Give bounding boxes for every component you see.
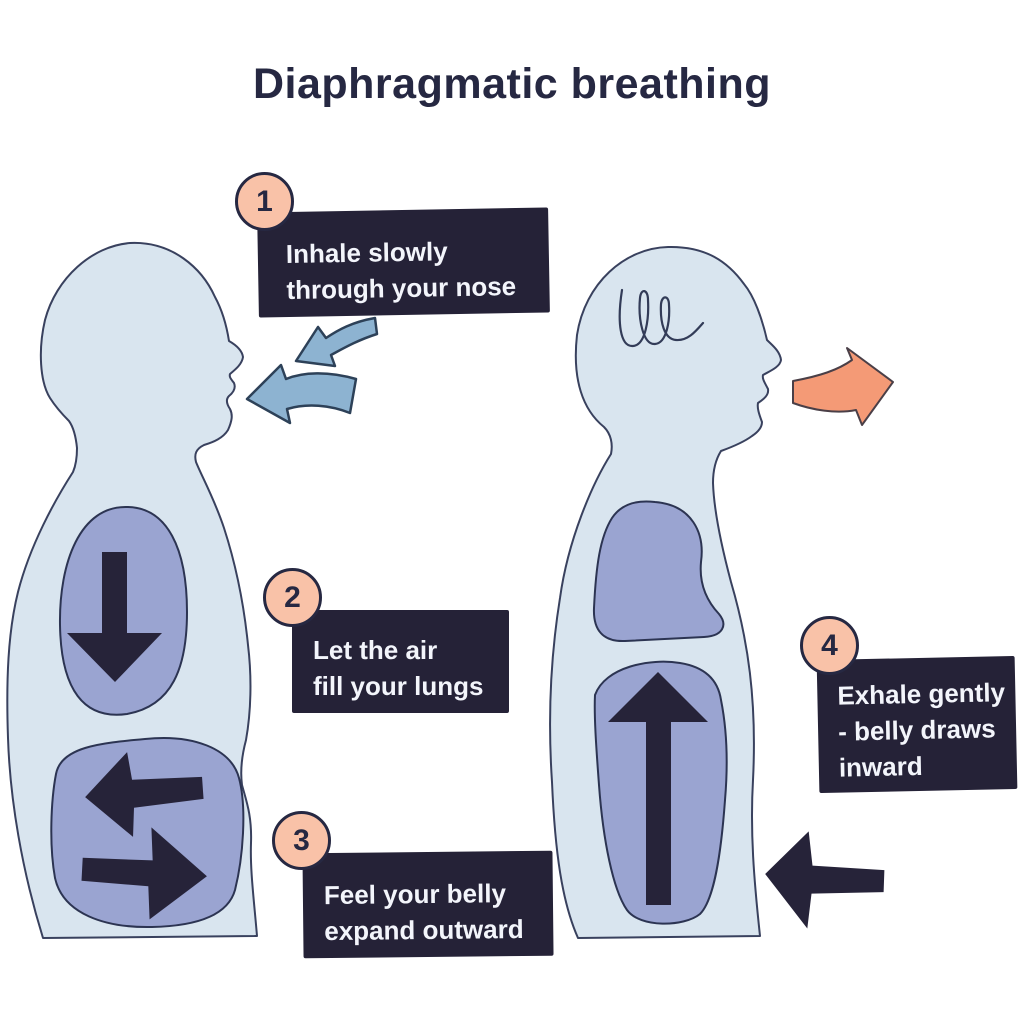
left-belly [50, 737, 245, 929]
inhaling-figure-icon [6, 241, 379, 939]
inhale-arrow-upper-icon [294, 316, 379, 368]
step-2-number-badge: 2 [263, 568, 322, 627]
exhaling-figure-icon [549, 245, 894, 939]
lung-down-arrow-icon [67, 552, 162, 682]
step-2-box: Let the air fill your lungs [292, 610, 509, 713]
step-3-number-badge: 3 [272, 811, 331, 870]
step-3-box: Feel your belly expand outward [302, 850, 554, 959]
draw-inward-arrow-icon [765, 831, 885, 929]
exhale-arrow-icon [792, 347, 894, 426]
right-lungs [592, 500, 725, 643]
page-title: Diaphragmatic breathing [252, 60, 772, 108]
step-4-number-badge: 4 [800, 616, 859, 675]
belly-up-arrow-icon [608, 672, 708, 905]
step-1-number-badge: 1 [235, 172, 294, 231]
step-4-box: Exhale gently - belly draws inward [816, 655, 1018, 794]
inhale-arrow-lower-icon [245, 363, 358, 425]
thought-squiggle-icon [618, 288, 705, 348]
belly-left-arrow-icon [85, 752, 204, 837]
belly-right-arrow-icon [81, 827, 207, 920]
step-1-box: Inhale slowly through your nose [257, 207, 550, 318]
